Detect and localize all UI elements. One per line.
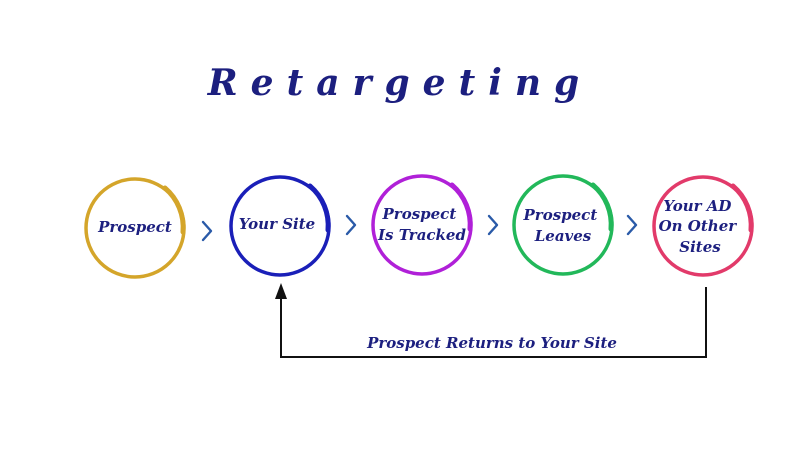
step-ring-swoosh xyxy=(590,182,614,232)
step-ring-swoosh xyxy=(449,182,473,232)
step-ring-swoosh xyxy=(730,183,754,233)
step-your-site: Your Site xyxy=(229,175,331,277)
step-label: Your Site xyxy=(239,215,315,233)
step-label: Prospect xyxy=(97,218,172,236)
chevron-right-icon xyxy=(626,214,638,236)
step-label: Prospect Is Tracked xyxy=(377,205,466,244)
step-prospect-is-tracked: Prospect Is Tracked xyxy=(371,174,473,276)
chevron-right-icon xyxy=(487,214,499,236)
return-loop-label: Prospect Returns to Your Site xyxy=(366,334,617,352)
step-your-ad-on-other-sites: Your AD On Other Sites xyxy=(652,175,754,277)
diagram-title: Retargeting xyxy=(207,62,593,104)
arrow-up-icon xyxy=(275,283,287,299)
step-ring-swoosh xyxy=(307,183,331,233)
step-prospect-leaves: Prospect Leaves xyxy=(512,174,614,276)
chevron-right-icon xyxy=(345,214,357,236)
step-prospect: Prospect xyxy=(84,177,186,279)
step-label: Your AD On Other Sites xyxy=(659,197,742,256)
return-loop-line xyxy=(280,287,707,358)
step-ring-swoosh xyxy=(162,185,186,235)
chevron-right-icon xyxy=(201,220,213,242)
step-label: Prospect Leaves xyxy=(523,206,603,245)
return-loop-connector: Prospect Returns to Your Site xyxy=(275,283,707,358)
